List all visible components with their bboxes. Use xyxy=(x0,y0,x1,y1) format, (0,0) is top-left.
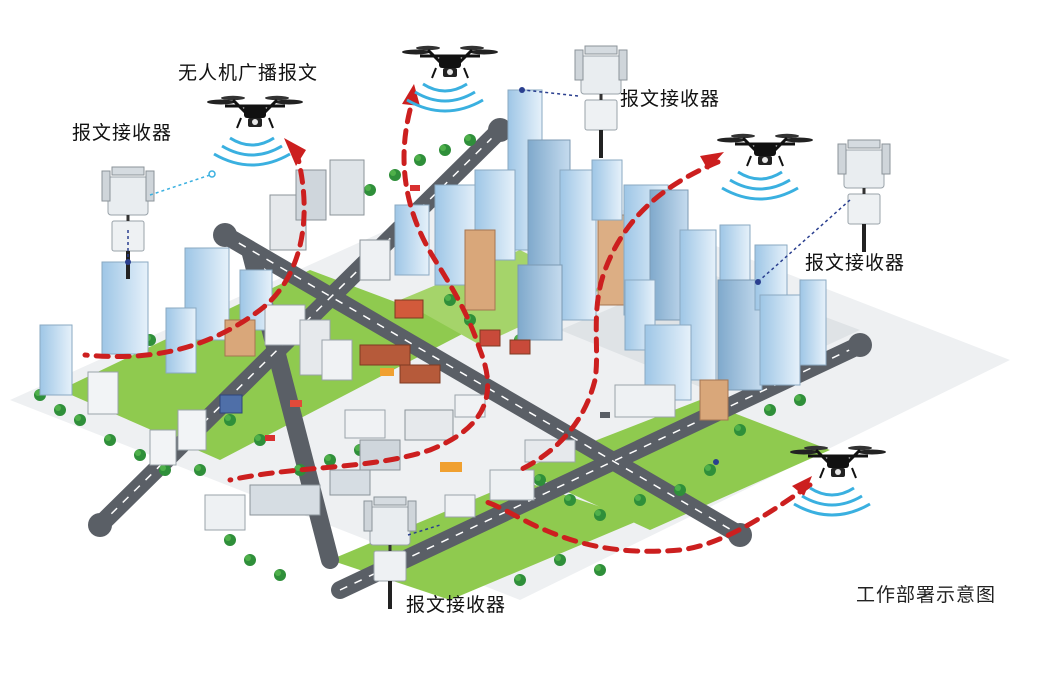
vehicles xyxy=(265,185,610,472)
signal-wave-icon xyxy=(720,170,800,201)
arrow-icon xyxy=(284,138,306,166)
signal-wave-icon xyxy=(405,82,485,113)
drone-icon xyxy=(788,444,888,480)
diagram-caption: 工作部署示意图 xyxy=(856,584,997,606)
signal-wave-icon xyxy=(212,136,292,167)
drone-icon xyxy=(400,44,500,80)
flight-arrows xyxy=(284,84,812,496)
label-receiver-right: 报文接收器 xyxy=(805,252,906,274)
flight-paths xyxy=(82,107,813,554)
label-receiver-bottom: 报文接收器 xyxy=(406,594,507,616)
buildings xyxy=(39,89,827,531)
arrow-icon xyxy=(792,476,812,496)
receiver-icon xyxy=(836,138,892,254)
label-receiver-top-left: 报文接收器 xyxy=(72,122,173,144)
arrow-icon xyxy=(402,84,420,106)
arrow-icon xyxy=(700,152,724,170)
drone-icon xyxy=(715,132,815,168)
label-receiver-top-center: 报文接收器 xyxy=(620,88,721,110)
label-drone-broadcast: 无人机广播报文 xyxy=(178,62,319,84)
connector-lines xyxy=(125,87,851,536)
drone-icon xyxy=(205,94,305,130)
